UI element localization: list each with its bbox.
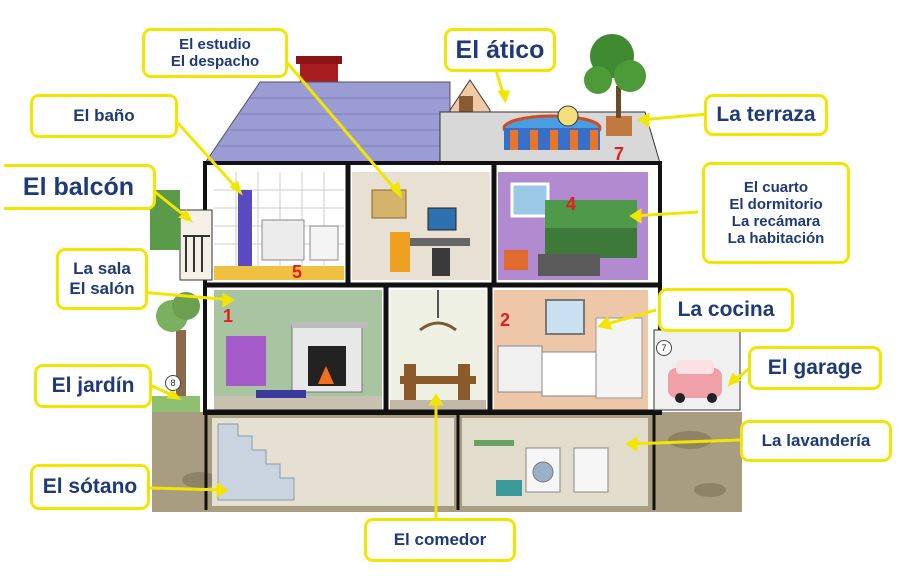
study (352, 172, 490, 280)
label-estudio-line-2: El despacho (170, 53, 260, 70)
label-sotano: El sótano (30, 464, 150, 510)
label-lavanderia-text: La lavandería (761, 431, 871, 451)
label-cuarto-line-3: La recámara (731, 213, 821, 230)
label-sala-line-1: La sala (73, 259, 131, 279)
label-atico-text: El ático (455, 35, 545, 64)
label-comedor-text: El comedor (393, 530, 487, 550)
label-cuarto-line-1: El cuarto (743, 178, 809, 196)
room-number-bath: 5 (292, 262, 303, 282)
label-terraza: La terraza (704, 94, 828, 136)
label-atico: El ático (444, 28, 556, 72)
label-cuarto-line-2: El dormitorio (729, 195, 823, 213)
label-garage: El garage (748, 346, 882, 390)
label-sotano-text: El sótano (42, 474, 138, 498)
label-balcon-text: El balcón (22, 172, 135, 201)
circle-number-garden: 8 (165, 375, 181, 391)
label-jardin: El jardín (34, 364, 152, 408)
label-garage-text: El garage (767, 355, 863, 379)
label-sala: La sala El salón (56, 248, 148, 310)
label-cocina: La cocina (658, 288, 794, 332)
label-comedor: El comedor (364, 518, 516, 562)
label-estudio: El estudio El despacho (142, 28, 288, 78)
label-balcon: El balcón (4, 164, 156, 210)
label-cuarto: El cuarto El dormitorio La recámara La h… (702, 162, 850, 264)
label-estudio-line-1: El estudio (179, 35, 251, 53)
room-number-kitchen: 2 (500, 310, 511, 330)
label-bano: El baño (30, 94, 178, 138)
room-number-living: 1 (223, 306, 234, 326)
roof (204, 81, 451, 164)
label-terraza-text: La terraza (716, 102, 816, 126)
label-bano-text: El baño (73, 106, 135, 126)
label-jardin-text: El jardín (51, 373, 135, 397)
label-lavanderia: La lavandería (740, 420, 892, 462)
circle-number-garage: 7 (656, 340, 672, 356)
label-sala-line-2: El salón (69, 279, 135, 298)
room-number-terrace: 7 (614, 144, 625, 164)
label-cocina-text: La cocina (677, 297, 775, 321)
room-number-bedroom: 4 (566, 194, 577, 214)
label-arrows (139, 49, 751, 518)
label-cuarto-line-4: La habitación (727, 230, 825, 248)
